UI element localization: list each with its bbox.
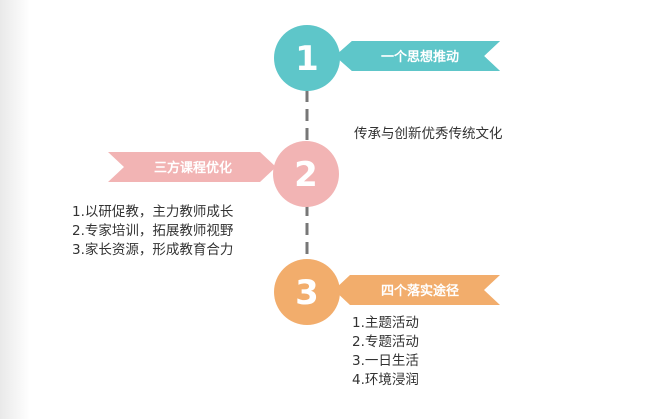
step-3-ribbon <box>334 275 500 305</box>
step-3-item: 4.环境浸润 <box>352 372 419 388</box>
step-1-number: 1 <box>295 39 319 79</box>
step-3-item: 1.主题活动 <box>352 315 419 331</box>
step-2-item: 2.专家培训，拓展教师视野 <box>72 223 234 239</box>
step-2-items: 1.以研促教，主力教师成长 2.专家培训，拓展教师视野 3.家长资源，形成教育合… <box>72 203 233 260</box>
step-3-items: 1.主题活动 2.专题活动 3.一日生活 4.环境浸润 <box>352 314 419 390</box>
step-2-number: 2 <box>294 155 318 195</box>
step-3-item: 3.一日生活 <box>352 353 419 369</box>
step-2-item: 3.家长资源，形成教育合力 <box>72 242 234 258</box>
step-2-title: 三方课程优化 <box>154 160 232 176</box>
step-3-number: 3 <box>295 273 319 313</box>
left-edge-shadow <box>0 0 30 419</box>
step-3-item: 2.专题活动 <box>352 334 419 350</box>
step-3-title: 四个落实途径 <box>381 283 459 299</box>
step-3-circle <box>274 259 340 325</box>
step-2-item: 1.以研促教，主力教师成长 <box>72 204 234 220</box>
step-2-ribbon <box>108 152 276 182</box>
step-1-item: 传承与创新优秀传统文化 <box>354 126 503 142</box>
step-1-title: 一个思想推动 <box>381 49 459 65</box>
step-1-circle <box>274 25 340 91</box>
step-1-ribbon-body <box>335 41 500 71</box>
step-1-items: 传承与创新优秀传统文化 <box>354 125 503 144</box>
step-2-circle <box>273 141 339 207</box>
